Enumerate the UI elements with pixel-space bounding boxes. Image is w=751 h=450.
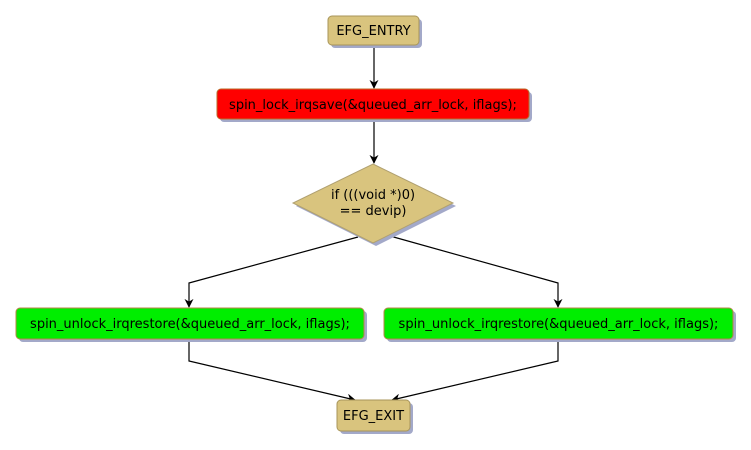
node-unlock-left[interactable]: spin_unlock_irqrestore(&queued_arr_lock,… xyxy=(15,307,367,342)
edge-cond-to-unlock-right xyxy=(389,235,563,308)
node-entry[interactable]: EFG_ENTRY xyxy=(327,15,422,48)
statement-box xyxy=(383,307,734,340)
edges xyxy=(184,45,563,403)
edge-unlock-left-to-exit xyxy=(188,340,356,403)
node-unlock-right[interactable]: spin_unlock_irqrestore(&queued_arr_lock,… xyxy=(383,307,736,342)
decision-diamond xyxy=(291,163,455,244)
statement-box xyxy=(15,307,365,340)
terminal-box xyxy=(336,399,411,432)
edge-unlock-right-to-exit xyxy=(391,340,559,403)
node-label-line-2: == devip) xyxy=(340,204,407,219)
node-label: spin_unlock_irqrestore(&queued_arr_lock,… xyxy=(399,317,719,332)
statement-box xyxy=(216,88,530,120)
node-label: spin_unlock_irqrestore(&queued_arr_lock,… xyxy=(30,317,350,332)
node-cond[interactable]: if (((void *)0) == devip) xyxy=(291,163,456,246)
node-exit[interactable]: EFG_EXIT xyxy=(336,399,413,434)
terminal-box xyxy=(327,15,420,46)
node-label: EFG_EXIT xyxy=(343,409,404,424)
node-label-line-1: if (((void *)0) xyxy=(331,188,415,203)
node-label: EFG_ENTRY xyxy=(336,24,410,39)
edge-cond-to-unlock-left xyxy=(184,236,359,308)
node-label: spin_lock_irqsave(&queued_arr_lock, ifla… xyxy=(229,98,517,113)
node-lock[interactable]: spin_lock_irqsave(&queued_arr_lock, ifla… xyxy=(216,88,532,122)
